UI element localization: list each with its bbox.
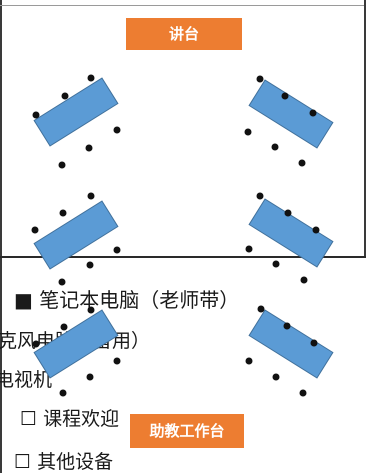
seat	[283, 322, 291, 330]
table	[248, 309, 334, 379]
seat	[272, 260, 280, 268]
seat	[284, 209, 292, 217]
seat	[59, 389, 67, 397]
seat	[59, 209, 67, 217]
seat	[300, 276, 308, 284]
seat	[312, 226, 320, 234]
seat	[245, 357, 253, 365]
divider-line	[0, 256, 366, 258]
seat	[245, 245, 253, 253]
table	[33, 309, 119, 379]
seat	[60, 323, 68, 331]
seat	[272, 373, 280, 381]
seat	[281, 92, 289, 100]
checklist-item-courseware: ☐ 课程欢迎	[20, 408, 120, 430]
table-group	[32, 74, 121, 169]
seat	[256, 192, 264, 200]
seat	[113, 246, 121, 254]
seat	[85, 144, 93, 152]
seat	[31, 226, 39, 234]
table-group	[31, 192, 121, 286]
table	[33, 200, 119, 270]
seat	[87, 192, 95, 200]
table-group	[244, 75, 334, 167]
seat	[257, 305, 265, 313]
seat	[309, 109, 317, 117]
seat	[32, 340, 40, 348]
page-border-top	[0, 5, 366, 6]
seat	[113, 126, 121, 134]
page-border-right	[364, 0, 366, 258]
seat	[86, 373, 94, 381]
table-group	[245, 305, 334, 397]
seat	[298, 159, 306, 167]
seat	[310, 339, 318, 347]
seat	[87, 306, 95, 314]
seat	[256, 75, 264, 83]
table	[248, 79, 334, 149]
table	[33, 77, 119, 147]
checklist-item-tv: 电视机	[0, 369, 53, 391]
podium-label: 讲台	[126, 18, 242, 50]
seat	[271, 143, 279, 151]
seat	[244, 128, 252, 136]
seat	[299, 389, 307, 397]
seat	[32, 111, 40, 119]
page-border-left	[0, 0, 2, 473]
seat	[61, 92, 69, 100]
seat	[86, 261, 94, 269]
checklist-item-other: ☐ 其他设备	[14, 451, 114, 473]
seat	[87, 74, 95, 82]
seat	[113, 357, 121, 365]
table	[248, 198, 334, 268]
seat	[58, 278, 66, 286]
table-group	[32, 306, 121, 397]
table-group	[245, 192, 334, 284]
checklist-item-laptop: ■ 笔记本电脑（老师带）	[14, 288, 240, 312]
assistant-desk-label: 助教工作台	[130, 414, 244, 448]
seat	[58, 161, 66, 169]
